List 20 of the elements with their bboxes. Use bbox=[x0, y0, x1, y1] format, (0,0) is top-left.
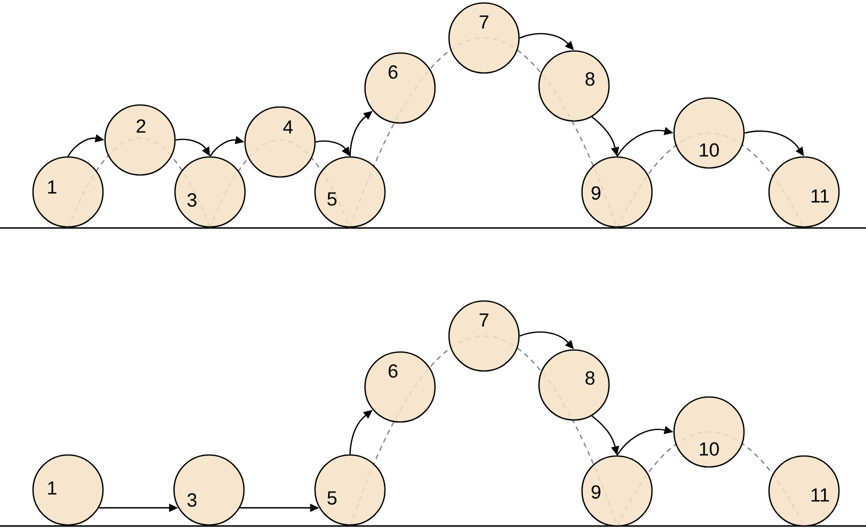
ball: 5 bbox=[314, 454, 386, 526]
ball: 1 bbox=[32, 454, 104, 526]
ball: 6 bbox=[364, 351, 436, 423]
ball: 8 bbox=[538, 50, 610, 122]
ball: 11 bbox=[768, 156, 840, 228]
ball: 3 bbox=[173, 454, 245, 526]
ball: 2 bbox=[104, 104, 176, 176]
ball: 5 bbox=[314, 156, 386, 228]
ball: 9 bbox=[581, 455, 653, 527]
ball: 11 bbox=[768, 455, 840, 527]
ball: 7 bbox=[448, 300, 520, 372]
ball: 9 bbox=[581, 156, 653, 228]
ball: 8 bbox=[538, 349, 610, 421]
ball: 6 bbox=[364, 52, 436, 124]
ball: 4 bbox=[244, 106, 316, 178]
ball: 3 bbox=[174, 156, 246, 228]
ball: 10 bbox=[673, 97, 745, 169]
ball: 7 bbox=[448, 2, 520, 74]
ball: 10 bbox=[673, 396, 745, 468]
ball: 1 bbox=[32, 156, 104, 228]
